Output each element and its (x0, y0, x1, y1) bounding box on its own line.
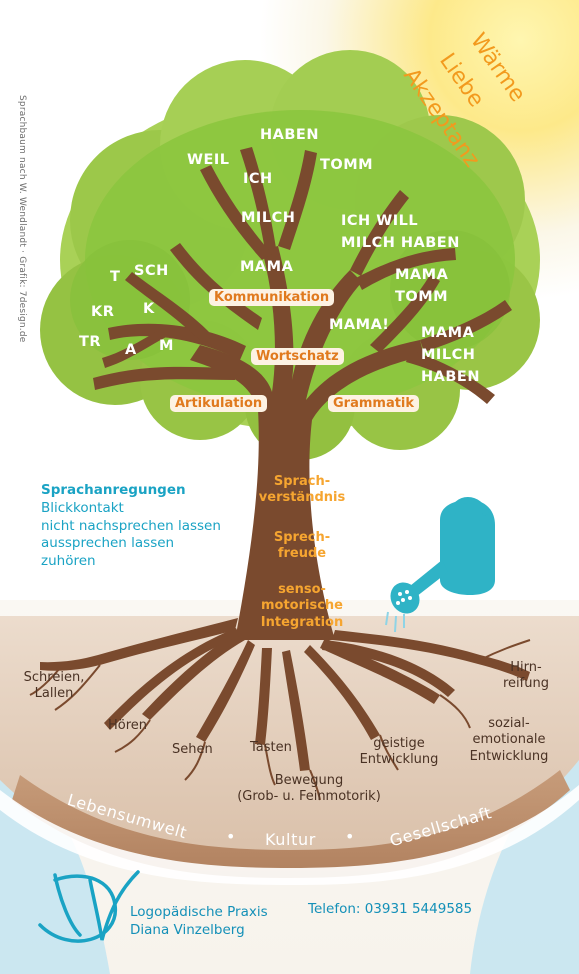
label-artikulation: Artikulation (170, 395, 268, 412)
word-tr: TR (79, 334, 102, 350)
label-kommunikation: Kommunikation (209, 289, 335, 306)
label-grammatik: Grammatik (328, 395, 420, 412)
root-hoeren: Hören (108, 718, 148, 733)
word-milch-b: MILCH (421, 347, 476, 363)
watering-can (385, 497, 495, 633)
root-sozial-line3: Entwicklung (469, 748, 549, 764)
trunk-sprechfreude: Sprech- freude (252, 530, 352, 563)
env-separator-2: • (345, 827, 356, 846)
trunk-integration-line2: motorische (260, 598, 343, 614)
trunk-integration-line3: Integration (260, 614, 344, 630)
sprachanregung-item: nicht nachsprechen lassen (41, 517, 221, 534)
sprachanregungen-title: Sprachanregungen (41, 482, 186, 498)
label-wortschatz: Wortschatz (251, 348, 344, 365)
word-ich: ICH (243, 171, 273, 187)
env-separator-1: • (226, 827, 237, 846)
root-sozial-line1: sozial- (488, 716, 530, 731)
trunk-sprachverstaendnis-line1: Sprach- (273, 474, 331, 489)
practice-name: Logopädische Praxis Diana Vinzelberg (130, 903, 268, 939)
sprachanregung-item: zuhören (41, 553, 96, 570)
credit-vertical: Sprachbaum nach W. Wendlandt · Grafik: 7… (17, 95, 27, 343)
environment-band-edge (0, 785, 579, 885)
root-tasten: Tasten (250, 740, 292, 755)
root-hirnreifung: Hirn- reifung (494, 660, 558, 693)
word-kr: KR (91, 304, 115, 320)
root-bewegung: Bewegung (Grob- u. Feinmotorik) (224, 773, 394, 806)
tree-trunk (93, 147, 512, 640)
word-haben-b: HABEN (421, 369, 480, 385)
root-fibers (29, 639, 531, 801)
root-geistige-line1: geistige (373, 736, 425, 751)
word-ich-will: ICH WILL (341, 213, 419, 229)
root-hirn-line2: reifung (503, 676, 549, 692)
word-a: A (125, 342, 137, 358)
root-schreien-line2: Lallen (34, 686, 74, 702)
root-schreien-line1: Schreien, (23, 670, 85, 685)
environment-band (12, 770, 570, 878)
root-schreien-lallen: Schreien, Lallen (20, 670, 88, 703)
word-milch: MILCH (241, 210, 296, 226)
trunk-sprechfreude-line1: Sprech- (273, 530, 331, 545)
sprachanregung-item: aussprechen lassen (41, 535, 175, 552)
root-bewegung-line2: (Grob- u. Feinmotorik) (237, 789, 381, 805)
logo-dv (38, 870, 140, 943)
sprachanregungen-block: Sprachanregungen Blickkontakt nicht nach… (41, 482, 221, 571)
root-hirn-line1: Hirn- (510, 660, 542, 675)
word-t: T (110, 269, 121, 285)
word-mama-b: MAMA (421, 325, 475, 341)
word-mama: MAMA (240, 259, 294, 275)
root-sehen: Sehen (172, 742, 213, 757)
word-tomm: TOMM (320, 157, 374, 173)
word-milch-haben: MILCH HABEN (341, 235, 460, 251)
word-haben: HABEN (260, 127, 319, 143)
word-mama-excl: MAMA! (329, 317, 390, 333)
trunk-sprachverstaendnis: Sprach- verständnis (252, 474, 352, 507)
word-sch: SCH (134, 263, 169, 279)
word-tomm-right: TOMM (395, 289, 449, 305)
trunk-integration-line1: senso- (278, 582, 326, 597)
root-geistige-line2: Entwicklung (359, 752, 439, 768)
word-mama-right: MAMA (395, 267, 449, 283)
word-weil: WEIL (187, 152, 230, 168)
env-kultur: Kultur (265, 830, 316, 849)
sprachanregung-item: Blickkontakt (41, 499, 124, 516)
root-bewegung-line1: Bewegung (274, 773, 344, 788)
root-sozial-emotionale-entwicklung: sozial- emotionale Entwicklung (461, 716, 557, 765)
trunk-sprachverstaendnis-line2: verständnis (258, 490, 346, 506)
root-sozial-line2: emotionale (472, 732, 546, 748)
trunk-integration: senso- motorische Integration (252, 582, 352, 631)
practice-line2: Diana Vinzelberg (130, 922, 245, 939)
trunk-sprechfreude-line2: freude (277, 546, 327, 562)
practice-line1: Logopädische Praxis (130, 904, 268, 920)
phone-number: Telefon: 03931 5449585 (308, 901, 473, 917)
word-k: K (143, 301, 155, 317)
root-geistige-entwicklung: geistige Entwicklung (352, 736, 446, 769)
tree-roots (40, 618, 530, 771)
word-m: M (159, 338, 174, 354)
